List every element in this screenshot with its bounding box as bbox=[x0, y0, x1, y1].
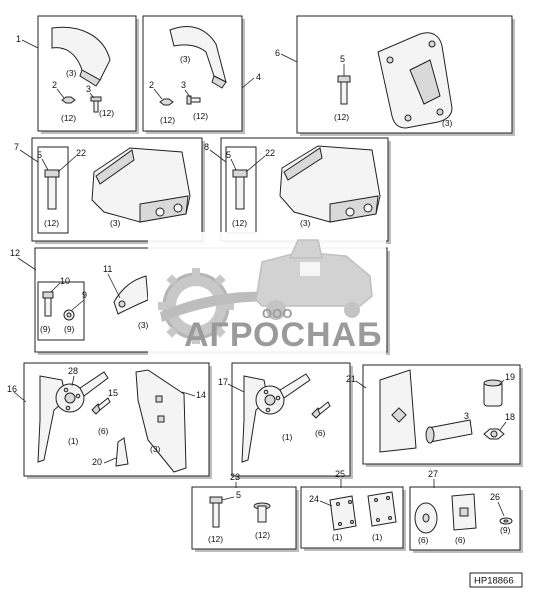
callout-26: 26 bbox=[490, 492, 500, 502]
qty-label: (12) bbox=[61, 113, 76, 123]
callout-23: 23 bbox=[230, 472, 240, 482]
qty-label: (3) bbox=[180, 54, 191, 64]
assembly-box-25: 24 (1) (1) bbox=[300, 486, 406, 551]
watermark-logo: ООО АГРОСНАБ bbox=[148, 232, 386, 360]
qty-label: (3) bbox=[442, 118, 453, 128]
qty-label: (6) bbox=[418, 535, 429, 545]
callout-5: 5 bbox=[37, 150, 42, 160]
callout-21: 21 bbox=[346, 374, 356, 384]
callout-1: 1 bbox=[16, 34, 21, 44]
callout-3: 3 bbox=[464, 411, 469, 421]
qty-label: (12) bbox=[255, 530, 270, 540]
callout-24: 24 bbox=[309, 494, 319, 504]
callout-4: 4 bbox=[256, 72, 261, 82]
qty-label: (12) bbox=[99, 108, 114, 118]
callout-25: 25 bbox=[335, 469, 345, 479]
assembly-box-8: 5 (12) (3) bbox=[220, 137, 391, 244]
callout-3: 3 bbox=[86, 84, 91, 94]
callout-8: 8 bbox=[204, 142, 209, 152]
qty-label: (12) bbox=[232, 218, 247, 228]
figure-reference-box: HP18866 bbox=[469, 572, 523, 588]
assembly-box-17: (1) (6) bbox=[231, 362, 353, 479]
qty-label: (1) bbox=[332, 532, 343, 542]
callout-14: 14 bbox=[196, 390, 206, 400]
qty-label: (1) bbox=[68, 436, 79, 446]
qty-label: (9) bbox=[64, 324, 75, 334]
qty-label: (12) bbox=[160, 115, 175, 125]
assembly-box-16: (1) 28 15 (6) (3) 20 bbox=[23, 362, 212, 479]
qty-label: (1) bbox=[282, 432, 293, 442]
assembly-box-7: 5 (12) (3) bbox=[31, 137, 205, 244]
callout-28: 28 bbox=[68, 366, 78, 376]
callout-6: 6 bbox=[275, 48, 280, 58]
qty-label: (12) bbox=[193, 111, 208, 121]
assembly-box-6: (3) 5 (12) bbox=[296, 15, 515, 136]
assembly-box-23: 5 (12) (12) bbox=[191, 486, 299, 552]
callout-12: 12 bbox=[10, 248, 20, 258]
qty-label: (6) bbox=[455, 535, 466, 545]
qty-label: (12) bbox=[208, 534, 223, 544]
callout-17: 17 bbox=[218, 377, 228, 387]
qty-label: (3) bbox=[110, 218, 121, 228]
qty-label: (6) bbox=[98, 426, 109, 436]
callout-18: 18 bbox=[505, 412, 515, 422]
watermark-company-prefix: ООО bbox=[262, 306, 292, 321]
callout-9: 9 bbox=[82, 290, 87, 300]
assembly-box-1: (3) 2 (12) 3 (12) bbox=[37, 15, 139, 134]
callout-5: 5 bbox=[226, 150, 231, 160]
callout-11: 11 bbox=[103, 264, 112, 274]
qty-label: (1) bbox=[372, 532, 383, 542]
callout-19: 19 bbox=[505, 372, 515, 382]
qty-label: (12) bbox=[334, 112, 349, 122]
figure-reference-label: HP18866 bbox=[474, 576, 514, 587]
callout-2: 2 bbox=[149, 80, 154, 90]
callout-7: 7 bbox=[14, 142, 19, 152]
callout-27: 27 bbox=[428, 469, 438, 479]
callout-15: 15 bbox=[108, 388, 118, 398]
qty-label: (9) bbox=[500, 525, 511, 535]
callout-16: 16 bbox=[7, 384, 17, 394]
watermark-company-name: АГРОСНАБ bbox=[184, 316, 383, 354]
callout-20: 20 bbox=[92, 457, 102, 467]
qty-label: (9) bbox=[40, 324, 51, 334]
callout-2: 2 bbox=[52, 80, 57, 90]
callout-3: 3 bbox=[181, 80, 186, 90]
callout-5: 5 bbox=[236, 490, 241, 500]
callout-10: 10 bbox=[60, 276, 70, 286]
qty-label: (3) bbox=[138, 320, 149, 330]
assembly-box-27: (6) (6) 26 (9) bbox=[409, 486, 523, 553]
qty-label: (3) bbox=[150, 444, 161, 454]
callout-22: 22 bbox=[76, 148, 86, 158]
qty-label: (3) bbox=[300, 218, 311, 228]
assembly-box-21: 3 19 18 bbox=[362, 364, 523, 467]
qty-label: (12) bbox=[44, 218, 59, 228]
assembly-box-4: (3) 2 (12) 3 (12) bbox=[142, 15, 245, 134]
qty-label: (6) bbox=[315, 428, 326, 438]
qty-label: (3) bbox=[66, 68, 77, 78]
callout-5: 5 bbox=[340, 54, 345, 64]
callout-22: 22 bbox=[265, 148, 275, 158]
